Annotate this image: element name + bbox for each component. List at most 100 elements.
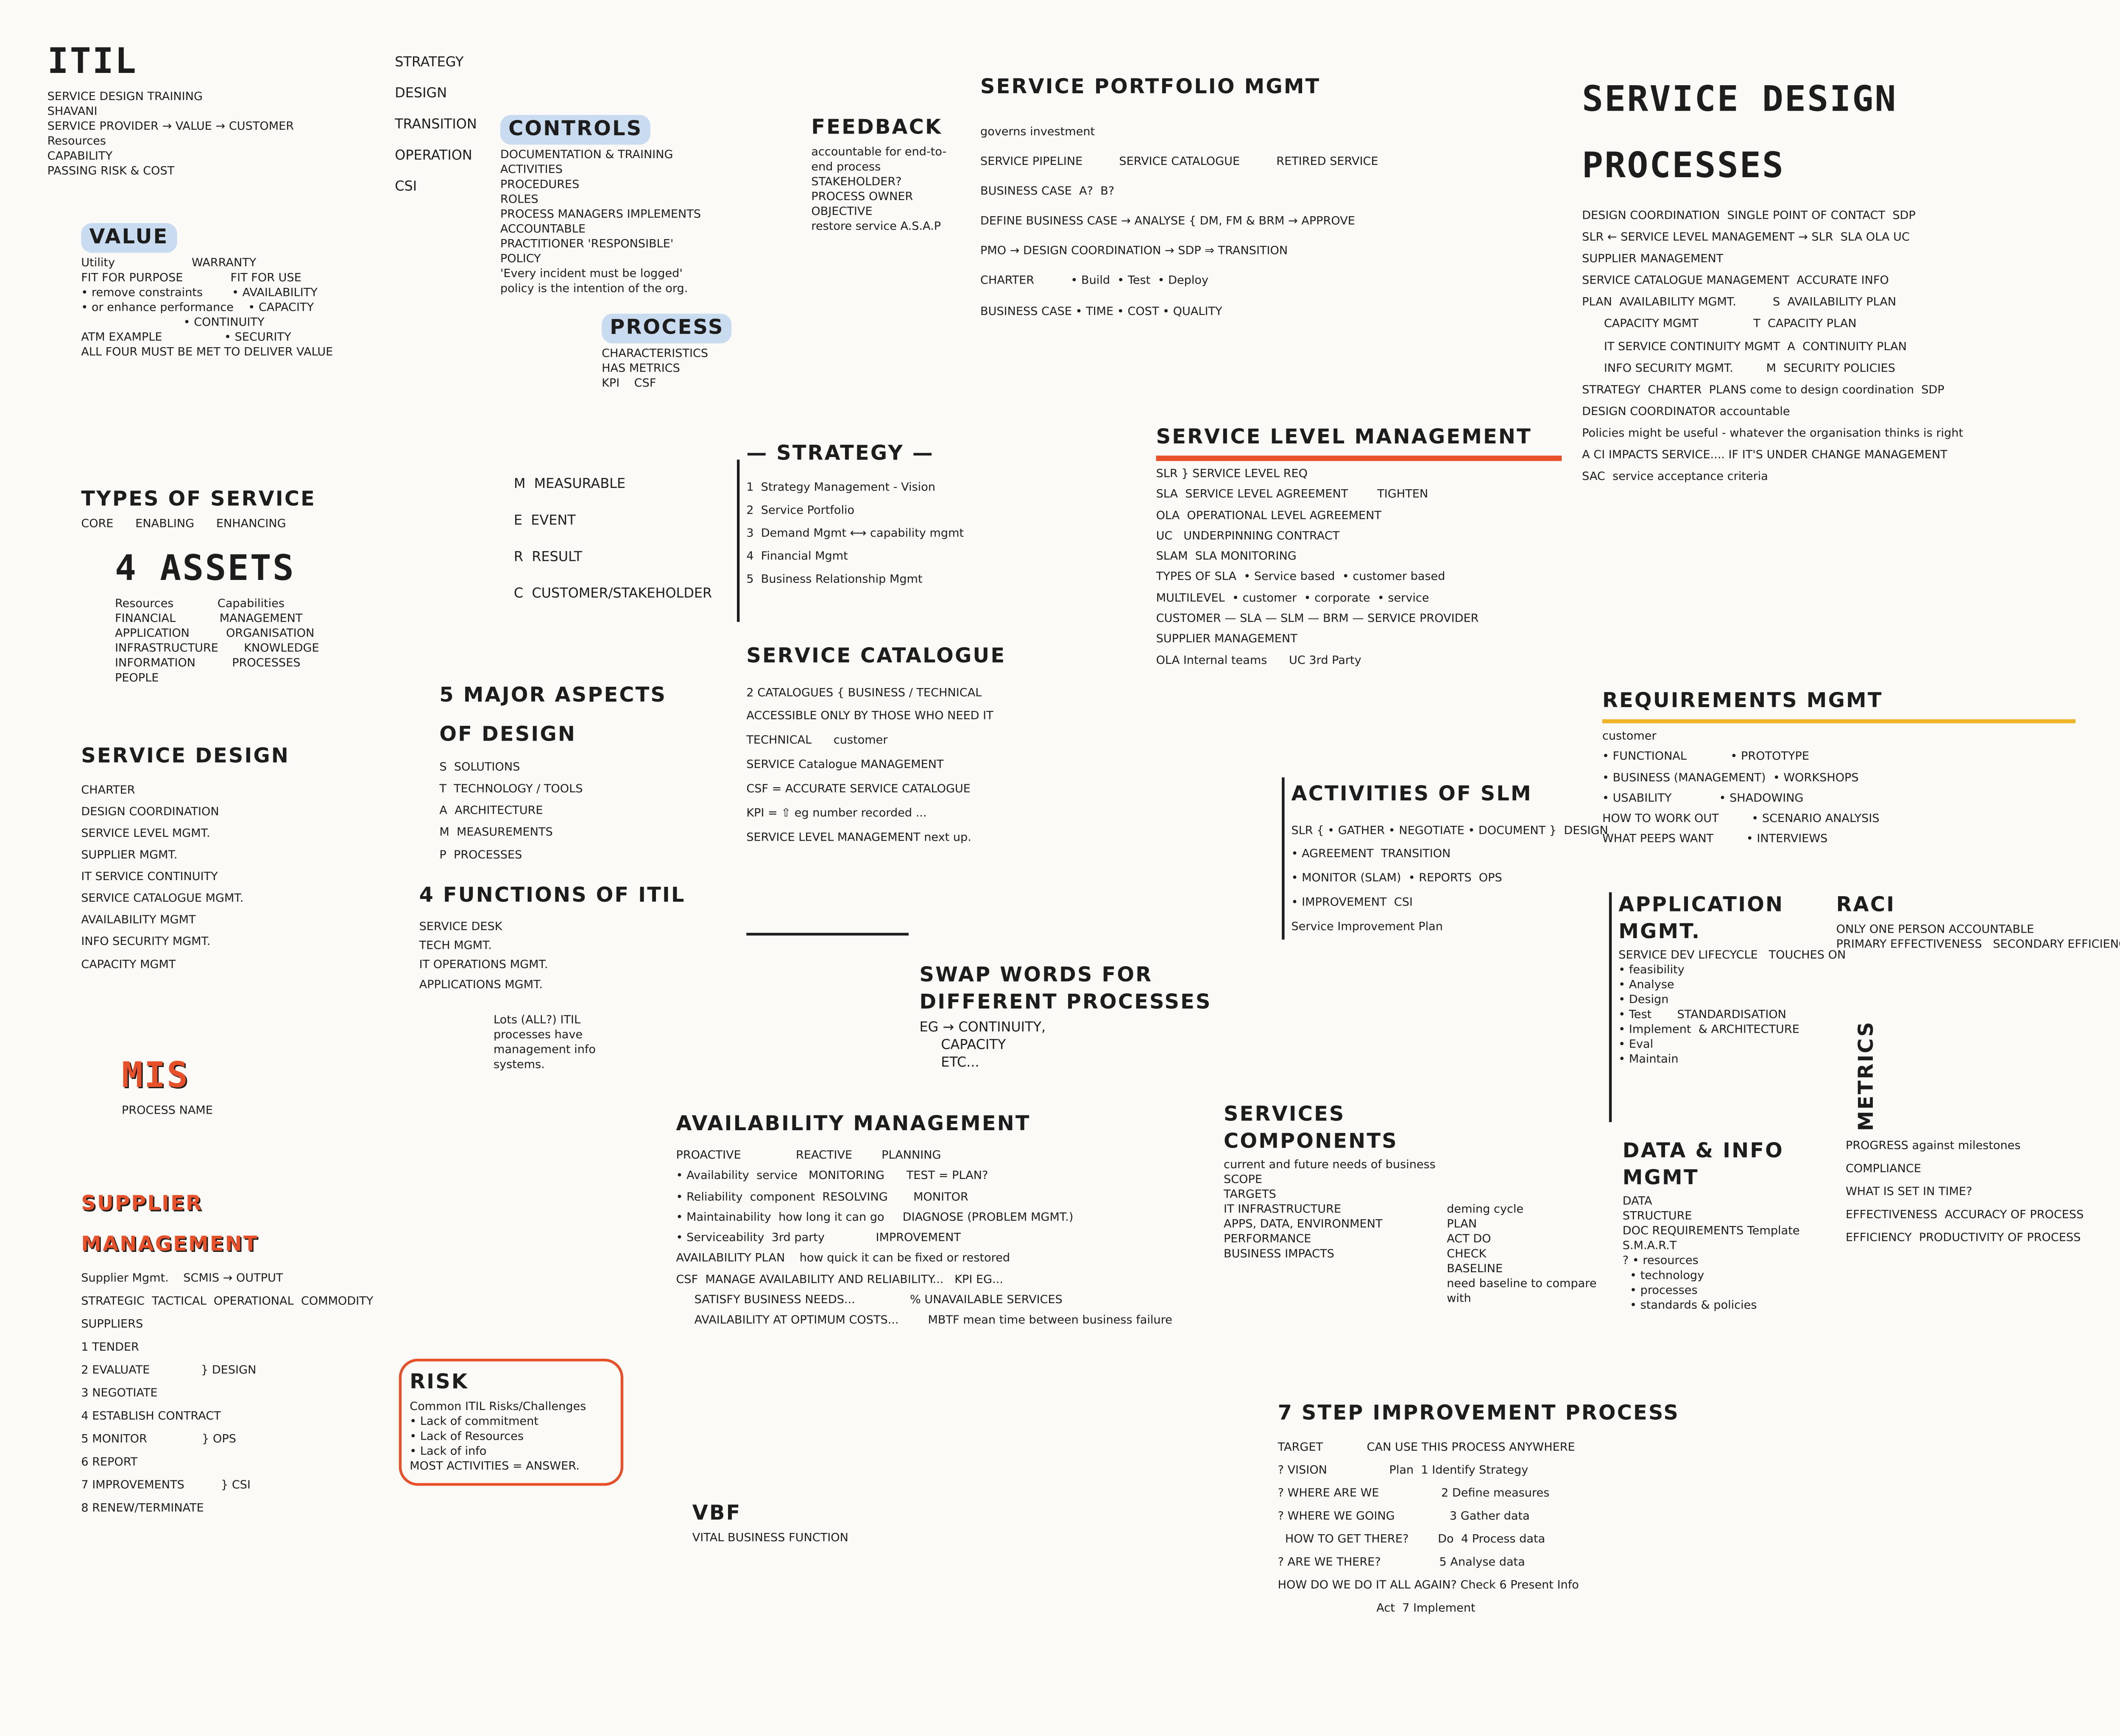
merc-line: E EVENT (513, 513, 576, 529)
owner-line: STAKEHOLDER? (811, 175, 902, 189)
supplier-line: SUPPLIERS (81, 1318, 143, 1332)
sdproc-line: SAC service acceptance criteria (1582, 471, 1768, 485)
strategy-line: 5 Business Relationship Mgmt (746, 573, 923, 587)
seven-line: HOW TO GET THERE? Do 4 Process data (1278, 1533, 1545, 1547)
deming-line: ACT DO (1447, 1233, 1491, 1247)
catalogue-line: 2 CATALOGUES { BUSINESS / TECHNICAL (746, 686, 982, 700)
deming-line: need baseline to compare with (1447, 1278, 1597, 1307)
app-line: • Eval (1618, 1039, 1654, 1052)
seven-line: Act 7 Implement (1278, 1602, 1476, 1616)
types-title: Types of Service (81, 487, 316, 511)
app-line: • Design (1618, 994, 1669, 1008)
process-title: PROCESS (602, 313, 732, 343)
assets-line: FINANCIAL MANAGEMENT (115, 612, 303, 626)
slm-line: MULTILEVEL • customer • corporate • serv… (1156, 592, 1429, 605)
catalogue-title: SERVICE CATALOGUE (746, 643, 1006, 668)
scope-line: APPS, DATA, ENVIRONMENT (1224, 1218, 1383, 1232)
avail-line: PROACTIVE REACTIVE PLANNING (676, 1149, 941, 1163)
types-of-service: Types of ServiceCORE ENABLING ENHANCING (81, 487, 365, 532)
controls-title: CONTROLS (500, 115, 651, 144)
merc-line: M MEASURABLE (513, 477, 626, 492)
lifecycle-line: CSI (395, 180, 417, 195)
app-title: APPLICATION MGMT. (1618, 892, 1784, 943)
aspects-line: S SOLUTIONS (439, 761, 520, 775)
deming-line: CHECK (1447, 1248, 1487, 1262)
avail-line: • Reliability component RESOLVING MONITO… (676, 1190, 968, 1204)
process-line: CHARACTERISTICS (602, 346, 709, 360)
service-design-processes: SERVICE DESIGN ProcessesDESIGN COORDINAT… (1582, 67, 2055, 489)
controls-line: PRACTITIONER 'RESPONSIBLE' (500, 237, 674, 251)
lifecycle-line: STRATEGY (395, 55, 464, 70)
functions-line: SERVICE DESK (419, 920, 502, 934)
datainfo-line: • technology (1622, 1270, 1704, 1284)
functions-line: APPLICATIONS MGMT. (419, 978, 543, 992)
portfolio-line: CHARTER • Build • Test • Deploy (980, 275, 1209, 289)
controls-line: 'Every incident must be logged' (500, 268, 683, 281)
process-line: HAS METRICS (602, 362, 680, 376)
itil-line: SERVICE DESIGN TRAINING (47, 90, 203, 104)
catalogue-line: SERVICE Catalogue MANAGEMENT (746, 758, 944, 772)
owner-line: restore service A.S.A.P (811, 220, 941, 234)
portfolio-line: SERVICE PIPELINE SERVICE CATALOGUE RETIR… (980, 156, 1378, 169)
owner-line: OBJECTIVE (811, 205, 873, 219)
sdproc-line: PLAN AVAILABILITY MGMT. S AVAILABILITY P… (1582, 296, 1897, 310)
sdproc-title: SERVICE DESIGN Processes (1582, 80, 1897, 187)
req-line: • USABILITY • SHADOWING (1602, 792, 1804, 806)
value-line: • remove constraints • AVAILABILITY (81, 286, 318, 300)
slm-line: SLA SERVICE LEVEL AGREEMENT TIGHTEN (1156, 488, 1428, 502)
sdproc-line: DESIGN COORDINATION SINGLE POINT OF CONT… (1582, 209, 1916, 223)
misnote-line: processes have (493, 1028, 583, 1042)
lifecycle-line: DESIGN (395, 86, 447, 102)
raci-line: PRIMARY EFFECTIVENESS SECONDARY EFFICIEN… (1836, 937, 2120, 951)
sdproc-line: Policies might be useful - whatever the … (1582, 427, 1964, 441)
sdproc-line: DESIGN COORDINATOR accountable (1582, 405, 1790, 419)
service-catalogue: SERVICE CATALOGUE 2 CATALOGUES { BUSINESS… (746, 635, 1138, 851)
sdproc-line: CAPACITY MGMT T CAPACITY PLAN (1582, 318, 1857, 332)
slm-line: CUSTOMER — SLA — SLM — BRM — SERVICE PRO… (1156, 612, 1479, 626)
deming-line: BASELINE (1447, 1263, 1503, 1277)
metrics-line: EFFICIENCY PRODUCTIVITY OF PROCESS (1845, 1231, 2081, 1245)
app-line: SERVICE DEV LIFECYCLE TOUCHES ON (1618, 949, 1846, 963)
sdproc-line: SUPPLIER MANAGEMENT (1582, 253, 1724, 267)
itil-line: PASSING RISK & COST (47, 165, 175, 179)
metrics-line: COMPLIANCE (1845, 1162, 1921, 1176)
deming-line: deming cycle (1447, 1203, 1524, 1217)
catalogue-line: TECHNICAL customer (746, 734, 888, 748)
scope-line: IT INFRASTRUCTURE (1224, 1203, 1342, 1217)
avail-line: SATISFY BUSINESS NEEDS... % UNAVAILABLE … (676, 1294, 1063, 1308)
sdleft-line: IT SERVICE CONTINUITY (81, 870, 218, 884)
controls-line: POLICY (500, 252, 541, 266)
misnote-line: systems. (493, 1059, 545, 1073)
mis-title: MIS (122, 1056, 190, 1097)
assets-line: APPLICATION ORGANISATION (115, 627, 315, 641)
slm-line: OLA OPERATIONAL LEVEL AGREEMENT (1156, 509, 1382, 523)
value-line: • or enhance performance • CAPACITY (81, 301, 314, 315)
process-line: KPI CSF (602, 376, 656, 390)
datainfo-line: DOC REQUIREMENTS Template (1622, 1225, 1800, 1239)
lifecycle-line: TRANSITION (395, 117, 477, 133)
value-line: FIT FOR PURPOSE FIT FOR USE (81, 271, 301, 285)
itil-line: SERVICE PROVIDER → VALUE → CUSTOMER (47, 120, 294, 134)
sdleft-line: SERVICE LEVEL MGMT. (81, 827, 210, 841)
datainfo-line: ? • resources (1622, 1254, 1699, 1268)
controls-line: DOCUMENTATION & TRAINING (500, 148, 673, 162)
itil-title: ITIL (47, 42, 138, 83)
swap-line: EG → CONTINUITY, (919, 1020, 1046, 1036)
assets-title: 4 ASSETS (115, 549, 295, 590)
sdleft-line: CHARTER (81, 783, 135, 797)
seven-title: 7 STEP IMPROVEMENT PROCESS (1278, 1400, 1679, 1425)
